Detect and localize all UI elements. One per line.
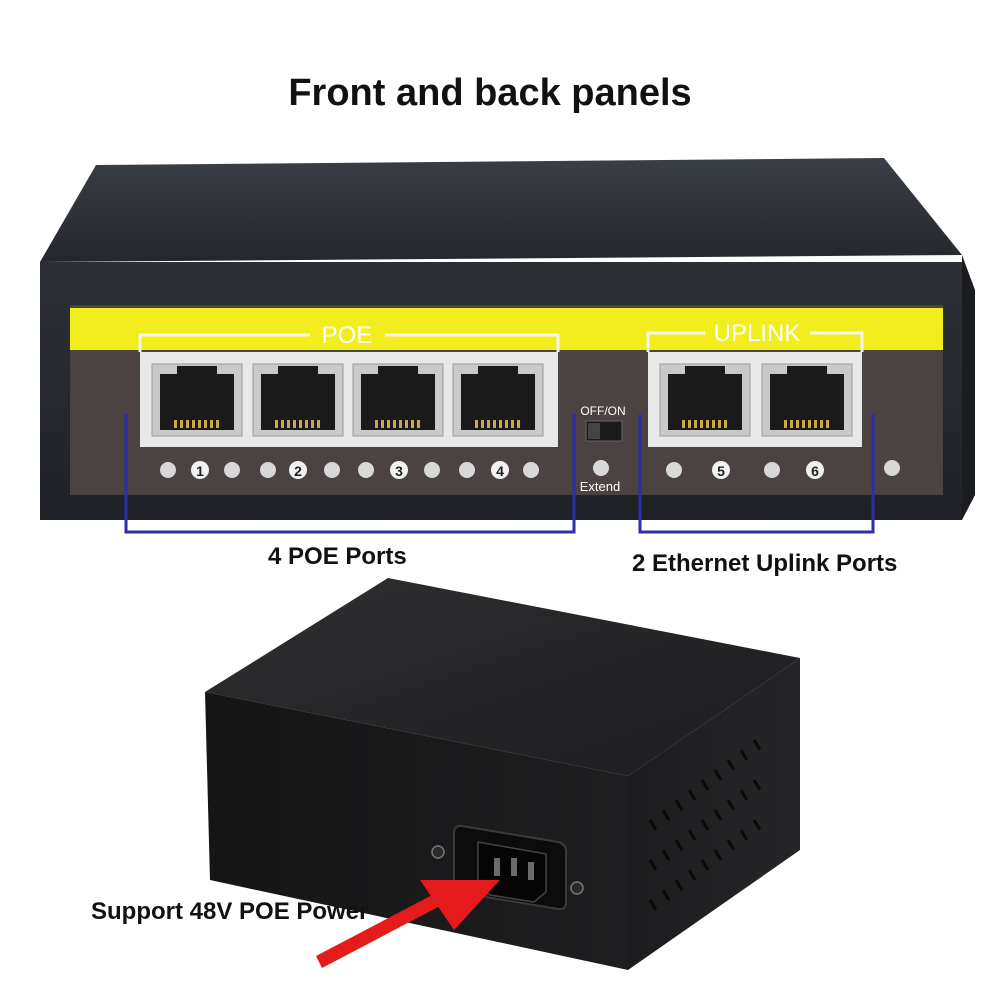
rj45-port[interactable]: [761, 363, 853, 437]
rj45-port[interactable]: [252, 363, 344, 437]
status-led: [260, 462, 276, 478]
off-on-label: OFF/ON: [580, 404, 625, 418]
socket-pin: [528, 862, 534, 880]
switch-front-view: POE UPLINK OFF/ON Extend 1 2 3 4 5 6: [40, 158, 975, 520]
red-arrow: [316, 880, 500, 968]
socket-pin: [511, 858, 517, 876]
port-leds: 1 2 3 4 5 6: [160, 461, 824, 479]
extend-led: [593, 460, 609, 476]
rj45-port[interactable]: [352, 363, 444, 437]
uplink-label: UPLINK: [714, 320, 801, 347]
port-number-badge: [491, 461, 509, 479]
rear-right-side: [628, 658, 800, 970]
power-caption: Support 48V POE Power: [91, 898, 369, 925]
status-led: [160, 462, 176, 478]
port-number: 6: [811, 463, 819, 479]
port-number: 4: [496, 463, 504, 479]
port-number-badge: [390, 461, 408, 479]
status-led: [358, 462, 374, 478]
extend-label: Extend: [580, 479, 620, 494]
poe-ports-bracket: [124, 414, 576, 534]
side-vents: [648, 739, 762, 911]
port-number: 1: [196, 463, 204, 479]
status-led: [424, 462, 440, 478]
rj45-ports: [151, 363, 853, 437]
rj45-port[interactable]: [659, 363, 751, 437]
status-led: [324, 462, 340, 478]
status-led: [224, 462, 240, 478]
port-number-badge: [806, 461, 824, 479]
uplink-bracket: [646, 331, 864, 352]
status-led: [523, 462, 539, 478]
power-led: [884, 460, 900, 476]
uplink-ports-bracket: [638, 414, 875, 534]
port-number-badge: [712, 461, 730, 479]
rj45-port[interactable]: [151, 363, 243, 437]
status-led: [459, 462, 475, 478]
port-number: 5: [717, 463, 725, 479]
switch-side-edge: [962, 255, 975, 520]
poe-bracket: [138, 333, 560, 352]
switch-top-surface: [40, 158, 962, 262]
poe-ports-caption: 4 POE Ports: [268, 543, 407, 570]
status-led: [764, 462, 780, 478]
page-title: Front and back panels: [288, 72, 692, 114]
socket-pin: [494, 858, 500, 876]
port-number: 3: [395, 463, 403, 479]
port-number-badge: [289, 461, 307, 479]
label-strip: [70, 308, 943, 350]
screw-icon: [570, 881, 584, 895]
port-number-badge: [191, 461, 209, 479]
poe-label: POE: [322, 322, 373, 349]
uplink-ports-caption: 2 Ethernet Uplink Ports: [632, 550, 898, 577]
status-led: [666, 462, 682, 478]
rj45-port[interactable]: [452, 363, 544, 437]
switch-rear-view: [205, 578, 800, 970]
extend-switch-knob: [588, 423, 600, 439]
port-number: 2: [294, 463, 302, 479]
screw-icon: [431, 845, 445, 859]
rear-top-surface: [205, 578, 800, 776]
